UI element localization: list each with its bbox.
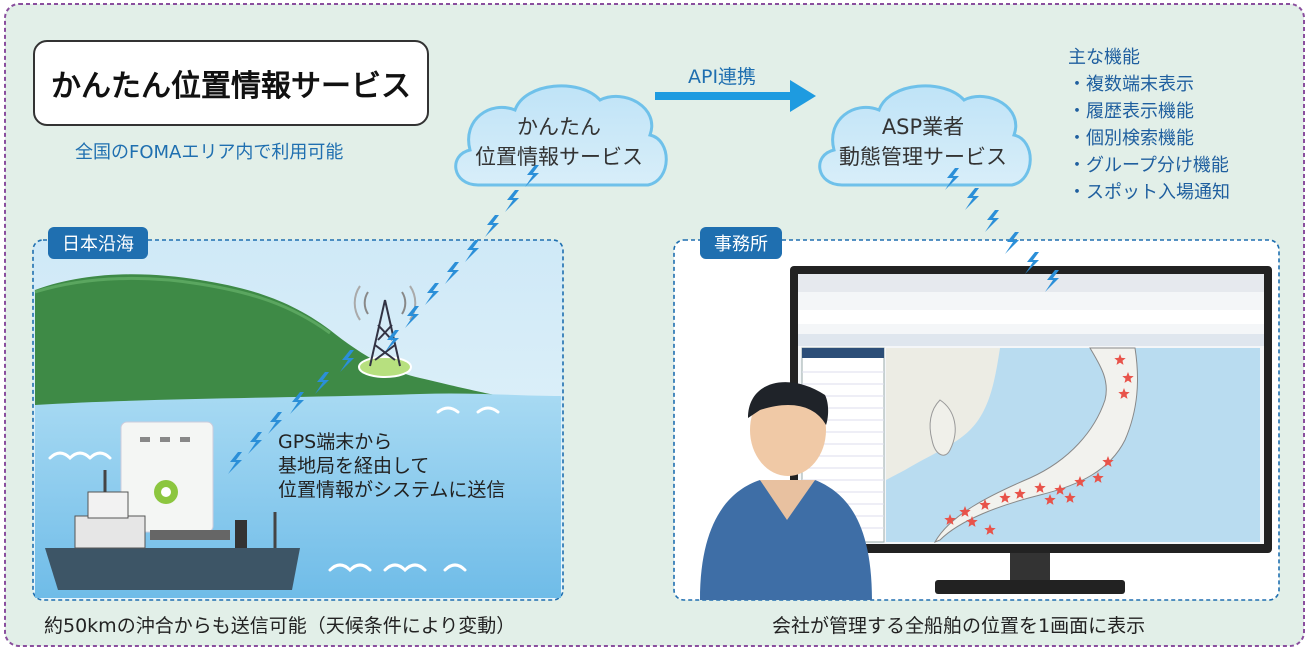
- feature-item: ・履歴表示機能: [1068, 101, 1194, 122]
- signal-bolt-cloud-to-tower: [445, 262, 459, 284]
- ship-position-marker: [1102, 456, 1114, 467]
- cloud-right-shape: [818, 84, 1032, 187]
- gps-caption-line: 基地局を経由して: [278, 455, 430, 477]
- panel-left-footer: 約50kmの沖合からも送信可能（天候条件により変動）: [44, 615, 516, 637]
- ship-position-marker: [1074, 476, 1086, 487]
- ship-position-marker: [979, 499, 991, 510]
- signal-bolt-cloud-to-tower: [525, 165, 539, 187]
- panel-left-tag: 日本沿海: [48, 227, 148, 259]
- feature-item: ・個別検索機能: [1068, 128, 1194, 149]
- ship-position-marker: [944, 514, 956, 525]
- ship-position-marker: [1044, 494, 1056, 505]
- office-panel: [673, 239, 1280, 601]
- signal-bolt-cloud-to-tower: [385, 330, 399, 352]
- ship-position-marker: [1064, 492, 1076, 503]
- cloud-left-line1: かんたん: [517, 115, 601, 139]
- ship-position-marker: [1034, 482, 1046, 493]
- page-title: かんたん位置情報サービス: [33, 40, 429, 126]
- gps-caption-line: 位置情報がシステムに送信: [278, 479, 506, 501]
- ship-position-marker: [1054, 484, 1066, 495]
- api-arrow: [655, 80, 816, 112]
- cloud-right-line2: 動態管理サービス: [839, 145, 1007, 169]
- cloud-left-label: かんたん 位置情報サービス: [470, 112, 648, 172]
- feature-item: ・スポット入場通知: [1068, 182, 1230, 203]
- cloud-right-line1: ASP業者: [881, 115, 965, 139]
- api-label: API連携: [688, 66, 757, 88]
- features-heading: 主な機能: [1068, 47, 1140, 68]
- ship-position-marker: [1014, 488, 1026, 499]
- gps-caption-line: GPS端末から: [278, 431, 393, 453]
- ship-position-marker: [959, 506, 971, 517]
- signal-bolt-cloud-to-office: [1005, 232, 1019, 254]
- coverage-note: 全国のFOMAエリア内で利用可能: [75, 142, 344, 163]
- ship-position-marker: [1092, 472, 1104, 483]
- ship-position-marker: [1114, 354, 1126, 365]
- panel-right-footer: 会社が管理する全船舶の位置を1画面に表示: [772, 615, 1146, 637]
- signal-bolt-cloud-to-tower: [405, 306, 419, 328]
- signal-bolt-cloud-to-tower: [465, 240, 479, 262]
- coast-panel: [32, 239, 564, 601]
- signal-bolt-cloud-to-office: [965, 188, 979, 210]
- signal-bolt-tower-to-ship: [248, 432, 262, 454]
- signal-bolt-tower-to-ship: [228, 452, 242, 474]
- cloud-right-label: ASP業者 動態管理サービス: [834, 112, 1012, 172]
- ship-position-marker: [984, 524, 996, 535]
- signal-bolt-cloud-to-tower: [485, 215, 499, 237]
- cloud-left-line2: 位置情報サービス: [475, 145, 643, 169]
- cloud-left-shape: [454, 84, 668, 187]
- ship-position-marker: [1118, 388, 1130, 399]
- signal-bolt-cloud-to-office: [1025, 252, 1039, 274]
- gps-caption: GPS端末から 基地局を経由して 位置情報がシステムに送信: [278, 430, 505, 502]
- ship-position-marker: [966, 516, 978, 527]
- feature-item: ・複数端末表示: [1068, 74, 1194, 95]
- signal-bolt-tower-to-ship: [315, 372, 329, 394]
- signal-bolt-cloud-to-office: [985, 210, 999, 232]
- features-list: 主な機能 ・複数端末表示 ・履歴表示機能 ・個別検索機能 ・グループ分け機能 ・…: [1068, 44, 1230, 206]
- signal-bolt-cloud-to-office: [1045, 270, 1059, 292]
- signal-bolt-cloud-to-tower: [505, 190, 519, 212]
- signal-bolt-tower-to-ship: [290, 392, 304, 414]
- ship-position-marker: [1122, 372, 1134, 383]
- signal-bolt-cloud-to-office: [945, 168, 959, 190]
- panel-right-tag: 事務所: [700, 227, 782, 259]
- signal-bolt-tower-to-ship: [340, 350, 354, 372]
- feature-item: ・グループ分け機能: [1068, 155, 1229, 176]
- signal-bolt-cloud-to-tower: [425, 283, 439, 305]
- ship-position-marker: [999, 492, 1011, 503]
- signal-bolt-tower-to-ship: [268, 412, 282, 434]
